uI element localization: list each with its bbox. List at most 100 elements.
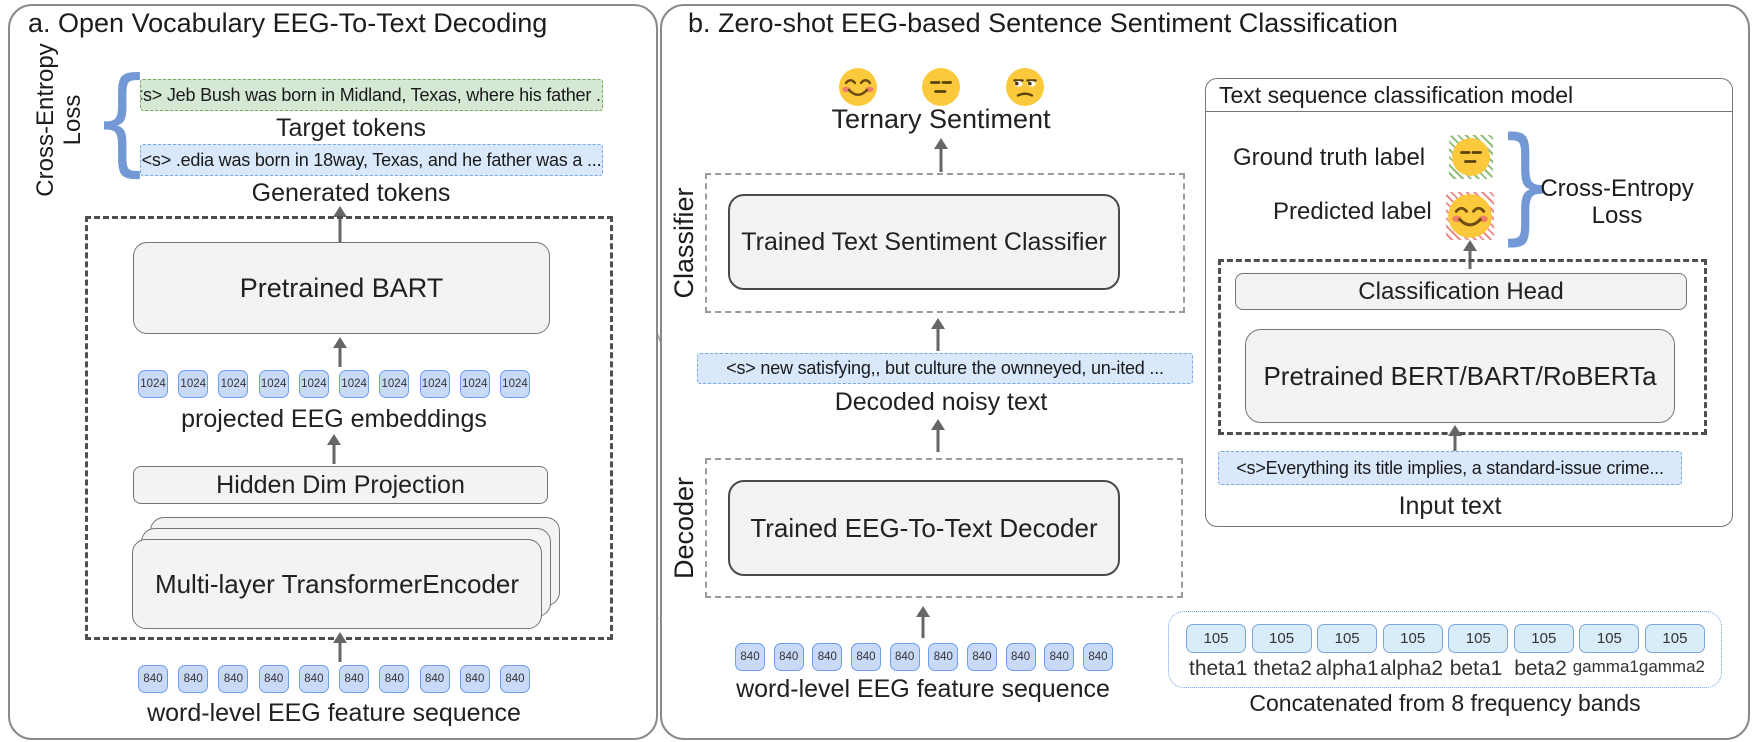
embedding-token: 1024 [339, 370, 370, 398]
eeg-feature-token: 840 [459, 665, 490, 693]
eeg-feature-token: 840 [178, 665, 209, 693]
embedding-token: 1024 [298, 370, 329, 398]
decoded-text-box: <s> new satisfying,, but culture the own… [697, 353, 1193, 384]
pretrained-lm-label: Pretrained BERT/BART/RoBERTa [1263, 360, 1657, 391]
embedding-token: 1024 [419, 370, 450, 398]
loss-label-line2: Loss [59, 94, 86, 146]
loss-label-line1: Cross-Entropy [1540, 175, 1694, 202]
embedding-token: 1024 [379, 370, 410, 398]
band-label: beta1 [1449, 657, 1503, 680]
eeg-to-text-decoder-label: Trained EEG-To-Text Decoder [750, 512, 1098, 543]
eeg-feature-token: 840 [218, 665, 249, 693]
cross-entropy-loss-label-a: Cross-Entropy Loss [32, 20, 88, 220]
eeg-feature-token: 840 [850, 643, 881, 671]
loss-label-line1: Cross-Entropy [32, 43, 59, 197]
features-label-b: word-level EEG feature sequence [736, 675, 1110, 703]
positive-emoji-icon [838, 67, 878, 107]
eeg-feature-token: 840 [339, 665, 370, 693]
eeg-feature-token: 840 [889, 643, 920, 671]
input-text-label: Input text [1398, 492, 1502, 520]
predicted-emoji-icon [1447, 193, 1493, 239]
embeddings-label: projected EEG embeddings [181, 405, 487, 433]
hidden-dim-projection-label: Hidden Dim Projection [216, 470, 465, 499]
embedding-token: 1024 [178, 370, 209, 398]
embedding-token: 1024 [499, 370, 530, 398]
target-tokens-box: <s> Jeb Bush was born in Midland, Texas,… [140, 79, 603, 111]
generated-tokens-box: <s> .edia was born in 18way, Texas, and … [140, 144, 603, 176]
band-token: 105 [1513, 624, 1574, 653]
embedding-token: 1024 [138, 370, 168, 398]
band-label: alpha2 [1380, 657, 1444, 680]
up-arrow-icon [915, 606, 931, 638]
up-arrow-icon [332, 632, 348, 662]
classification-head-label: Classification Head [1358, 277, 1564, 305]
decoder-model-dashed-box [85, 216, 613, 640]
embedding-token: 1024 [459, 370, 490, 398]
up-arrow-icon [930, 419, 946, 452]
up-arrow-icon [326, 434, 342, 464]
cross-entropy-loss-label-b: Cross-Entropy Loss [1527, 175, 1707, 229]
target-tokens-label: Target tokens [275, 114, 427, 142]
classifier-stage-label: Classifier [669, 187, 699, 299]
ground-truth-label: Ground truth label [1233, 144, 1426, 171]
pretrained-bart-box: Pretrained BART [133, 242, 550, 334]
eeg-feature-token: 840 [1082, 643, 1113, 671]
band-token: 105 [1382, 624, 1443, 653]
band-label: gamma2 [1638, 657, 1705, 676]
band-token: 105 [1579, 624, 1640, 653]
up-arrow-icon [930, 318, 946, 351]
eeg-feature-token: 840 [419, 665, 450, 693]
band-token: 105 [1186, 624, 1246, 653]
frequency-caption: Concatenated from 8 frequency bands [1249, 690, 1641, 716]
left-brace-icon: { [92, 53, 152, 188]
band-label: theta2 [1253, 657, 1312, 680]
pretrained-bart-label: Pretrained BART [239, 272, 444, 303]
band-token: 105 [1644, 624, 1705, 653]
eeg-feature-token: 840 [928, 643, 959, 671]
ground-truth-emoji-icon [1451, 137, 1491, 177]
eeg-feature-token: 840 [298, 665, 329, 693]
eeg-feature-token: 840 [812, 643, 843, 671]
band-token: 105 [1448, 624, 1509, 653]
pretrained-lm-box: Pretrained BERT/BART/RoBERTa [1245, 329, 1675, 423]
decoder-stage-label: Decoder [669, 476, 699, 580]
hidden-dim-projection-box: Hidden Dim Projection [133, 466, 548, 504]
loss-label-line2: Loss [1591, 202, 1643, 229]
up-arrow-icon [332, 337, 348, 367]
eeg-feature-token: 840 [1044, 643, 1075, 671]
up-arrow-icon [933, 138, 949, 172]
input-text-box: <s>Everything its title implies, a stand… [1218, 451, 1682, 485]
band-label: beta2 [1514, 657, 1567, 680]
classification-head-box: Classification Head [1235, 273, 1687, 310]
embedding-token-row: 1024 1024 1024 1024 1024 1024 1024 1024 1024 1024 [138, 370, 530, 398]
transformer-encoder-label: Multi-layer TransformerEncoder [154, 568, 520, 599]
band-label: gamma1 [1572, 657, 1639, 676]
feature-token-row-a: 840 840 840 840 840 840 840 840 840 840 [138, 665, 530, 693]
text-model-titlebar: Text sequence classification model [1206, 79, 1732, 112]
panel-b-title: b. Zero-shot EEG-based Sentence Sentimen… [688, 8, 1398, 38]
eeg-feature-token: 840 [379, 665, 410, 693]
band-token: 105 [1317, 624, 1378, 653]
eeg-feature-token: 840 [138, 665, 168, 693]
decoded-text-label: Decoded noisy text [834, 388, 1048, 416]
eeg-feature-token: 840 [735, 643, 765, 671]
sentiment-classifier-box: Trained Text Sentiment Classifier [728, 194, 1120, 290]
neutral-emoji-icon [921, 67, 961, 107]
transformer-encoder-box: Multi-layer TransformerEncoder [132, 539, 542, 629]
sentiment-classifier-label: Trained Text Sentiment Classifier [741, 227, 1107, 256]
embedding-token: 1024 [258, 370, 289, 398]
generated-tokens-label: Generated tokens [251, 179, 451, 207]
eeg-feature-token: 840 [966, 643, 997, 671]
eeg-feature-token: 840 [1005, 643, 1036, 671]
eeg-feature-token: 840 [258, 665, 289, 693]
predicted-label: Predicted label [1273, 198, 1432, 225]
band-token: 105 [1251, 624, 1312, 653]
band-label: theta1 [1189, 657, 1248, 680]
features-label-a: word-level EEG feature sequence [147, 699, 521, 727]
eeg-feature-token: 840 [499, 665, 530, 693]
embedding-token: 1024 [218, 370, 249, 398]
